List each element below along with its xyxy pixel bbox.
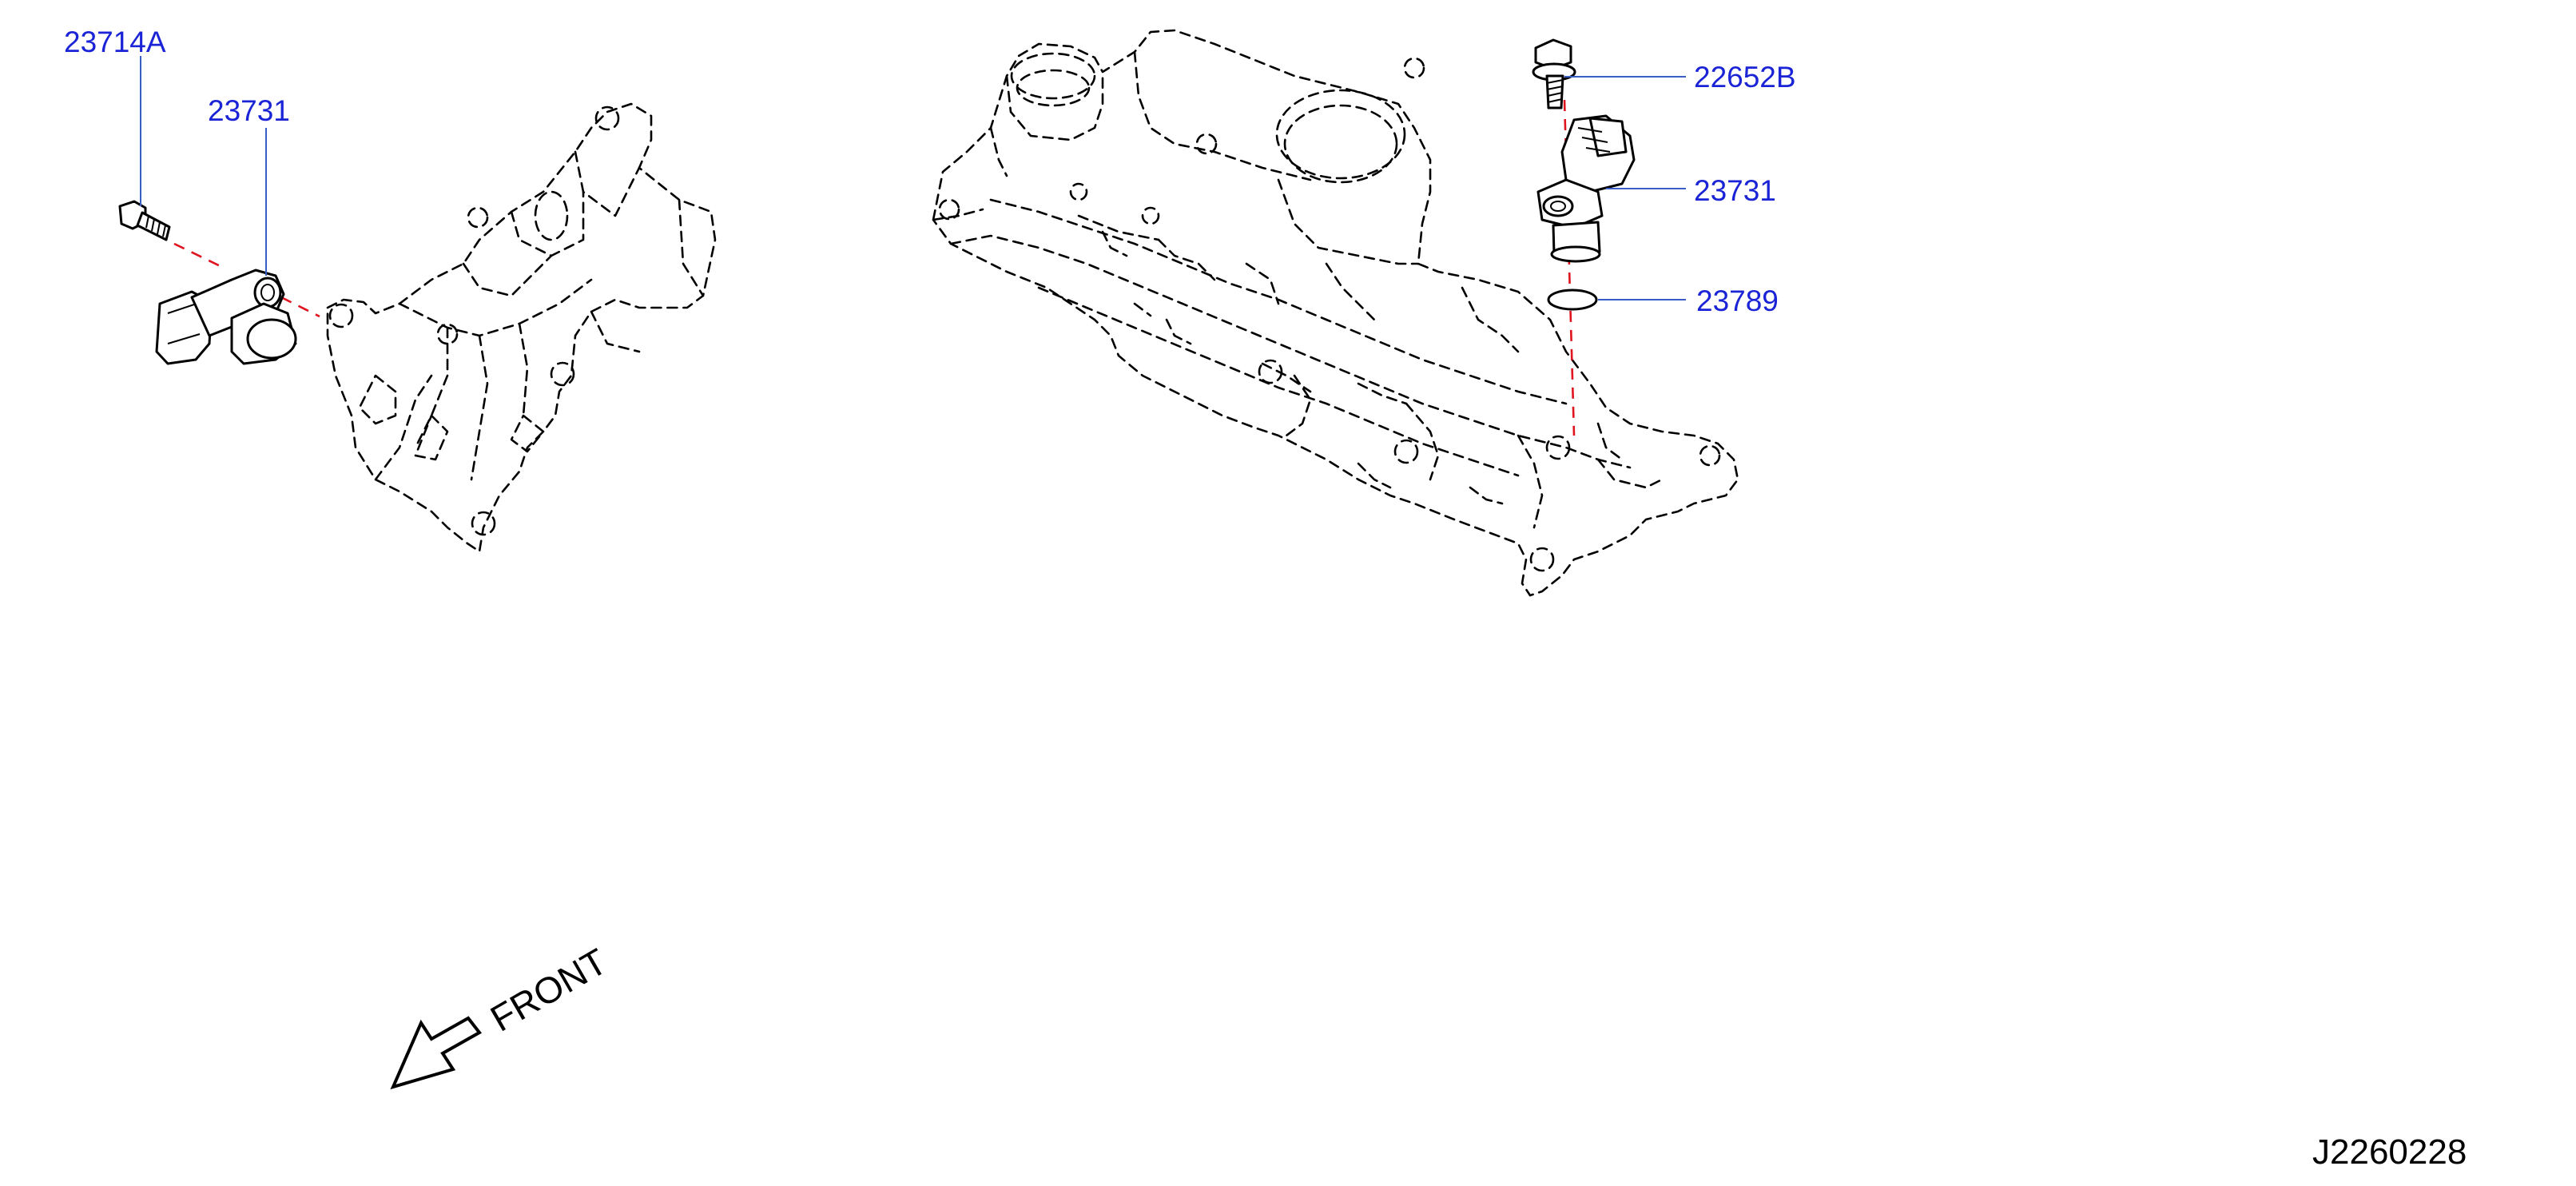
- left-sensor-alignment-line: [280, 296, 320, 318]
- leader-lines: [140, 56, 1686, 300]
- callout-22652B[interactable]: 22652B: [1694, 61, 1796, 94]
- callout-23714A[interactable]: 23714A: [64, 26, 166, 58]
- right-o-ring[interactable]: [1547, 289, 1598, 311]
- callout-23731-right[interactable]: 23731: [1694, 174, 1776, 207]
- callout-23789[interactable]: 23789: [1696, 285, 1779, 317]
- callout-23731-left[interactable]: 23731: [208, 94, 290, 127]
- right-bolt[interactable]: [1532, 38, 1576, 109]
- left-bolt-alignment-line: [173, 242, 226, 270]
- cylinder-head: [932, 29, 1739, 597]
- front-indicator: FRONT: [390, 940, 614, 1090]
- diagram-id: J2260228: [2312, 1132, 2467, 1172]
- left-bolt[interactable]: [118, 200, 171, 241]
- front-arrow-icon: [390, 1016, 483, 1090]
- left-alignment-lines: [173, 242, 320, 318]
- right-sensor[interactable]: [1536, 114, 1636, 263]
- left-sensor[interactable]: [155, 269, 297, 365]
- front-label: FRONT: [483, 940, 614, 1039]
- left-bracket-housing: [326, 102, 717, 553]
